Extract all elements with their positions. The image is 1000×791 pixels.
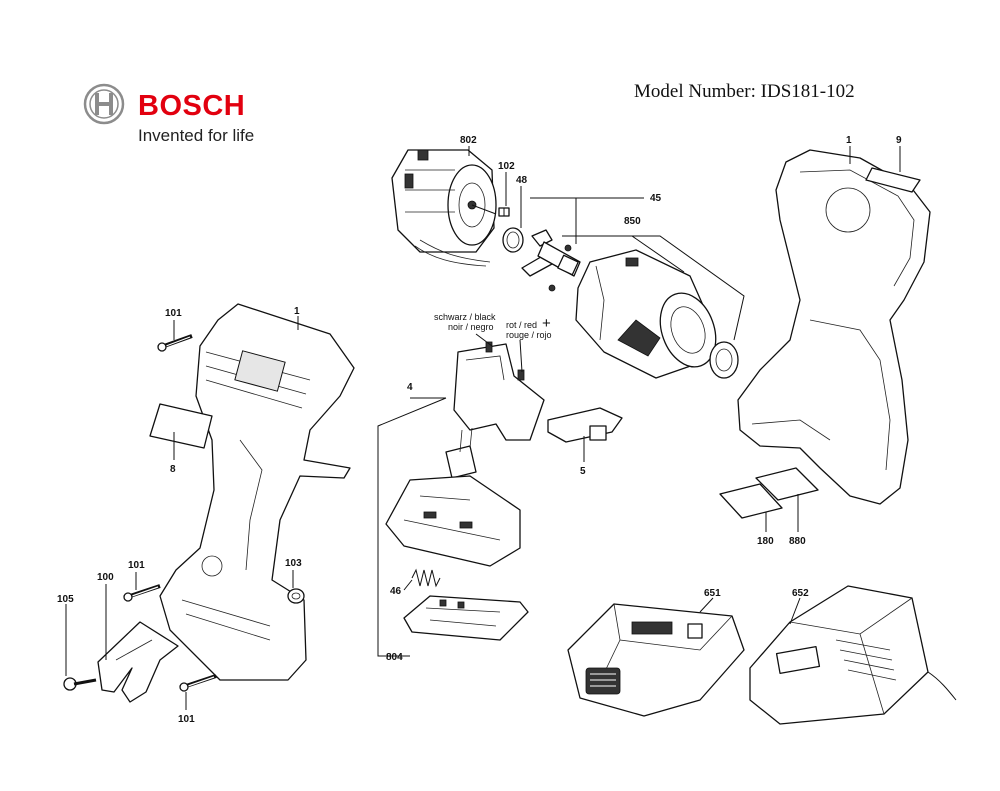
callout-101-top: 101 [165, 308, 182, 319]
brand-tagline: Invented for life [138, 126, 254, 145]
label-880 [755, 467, 819, 501]
callout-103: 103 [285, 558, 302, 569]
screw-101-mid [123, 584, 161, 602]
leader-lines [65, 146, 901, 710]
callout-880: 880 [789, 536, 806, 547]
screw-101-top [157, 334, 193, 352]
callout-numbers: 802 102 48 45 850 1 9 101 1 8 4 5 180 88… [57, 135, 902, 725]
callout-48: 48 [516, 175, 528, 186]
callout-102: 102 [498, 161, 515, 172]
callout-5: 5 [580, 466, 586, 477]
callout-802: 802 [460, 135, 477, 146]
callout-1-right: 1 [846, 135, 852, 146]
callout-652: 652 [792, 588, 809, 599]
anvil-spindle [521, 229, 581, 292]
battery-651 [567, 603, 745, 717]
screw-105 [63, 677, 97, 691]
wire-black-label-1: schwarz / black [434, 312, 496, 322]
contact-plate-804 [403, 595, 529, 641]
callout-101-bottom: 101 [178, 714, 195, 725]
callout-651: 651 [704, 588, 721, 599]
plus-sign: + [542, 315, 551, 332]
wire-labels: schwarz / black noir / negro rot / red r… [434, 312, 552, 340]
o-ring-48 [502, 227, 524, 253]
impact-housing-45 [575, 249, 717, 379]
screw-102 [498, 207, 510, 217]
label-8 [149, 403, 213, 449]
callout-100: 100 [97, 572, 114, 583]
wire-red-label-1: rot / red [506, 320, 537, 330]
bracket-4 [377, 397, 447, 657]
callout-105: 105 [57, 594, 74, 605]
callout-8: 8 [170, 464, 176, 475]
callout-804: 804 [386, 652, 403, 663]
model-number: Model Number: IDS181-102 [634, 81, 855, 102]
callout-9: 9 [896, 135, 902, 146]
nose-bushing [709, 341, 739, 379]
callout-46: 46 [390, 586, 402, 597]
switch-assembly-4 [385, 341, 545, 567]
callout-4: 4 [407, 382, 413, 393]
switch-cover-5 [547, 407, 623, 443]
motor-802 [391, 149, 497, 267]
screw-101-bottom [179, 674, 217, 692]
callout-850: 850 [624, 216, 641, 227]
spring-46 [411, 568, 441, 588]
nut-103 [287, 588, 305, 604]
housing-left-half [159, 303, 355, 681]
charger-652 [749, 585, 957, 725]
callout-180: 180 [757, 536, 774, 547]
label-9 [865, 167, 921, 193]
bosch-armature-logo-icon [83, 83, 125, 125]
callout-101-mid: 101 [128, 560, 145, 571]
callout-1-left: 1 [294, 306, 300, 317]
wire-black-label-2: noir / negro [448, 322, 494, 332]
callout-45: 45 [650, 193, 662, 204]
belt-clip-100 [97, 621, 179, 703]
housing-right-half [737, 149, 931, 505]
wire-red-label-2: rouge / rojo [506, 330, 552, 340]
brand-name: BOSCH [138, 90, 245, 122]
label-180 [719, 483, 783, 519]
